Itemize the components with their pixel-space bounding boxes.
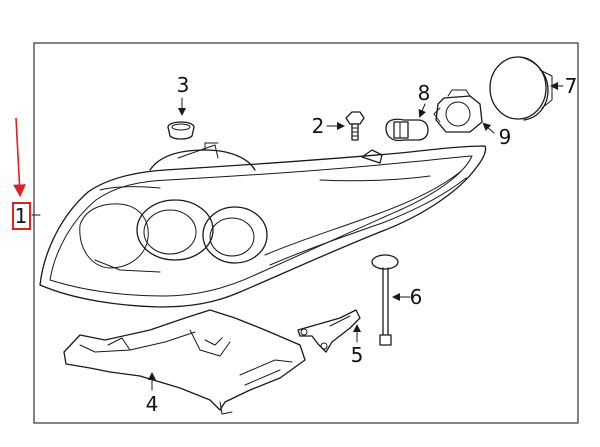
callout-4: 4 xyxy=(146,392,159,416)
cap-part-3 xyxy=(167,121,195,140)
callout-7: 7 xyxy=(565,74,578,98)
headlamp-assembly xyxy=(39,142,487,308)
diagram-frame xyxy=(33,42,579,424)
callout-9: 9 xyxy=(499,125,512,149)
shield-part-4 xyxy=(63,309,306,415)
cover-part-7 xyxy=(489,56,553,121)
callout-1: 1 xyxy=(15,204,28,228)
socket-part-9 xyxy=(433,89,483,133)
highlight-box xyxy=(12,202,31,230)
bulb-part-8 xyxy=(385,118,429,142)
callout-5: 5 xyxy=(351,343,364,367)
highlight-arrow xyxy=(13,117,26,198)
callout-2: 2 xyxy=(312,114,325,138)
callout-3: 3 xyxy=(177,73,190,97)
callout-6: 6 xyxy=(410,285,423,309)
leader-lines xyxy=(31,82,564,391)
bracket-part-5 xyxy=(297,309,361,353)
callout-8: 8 xyxy=(418,81,431,105)
screw-part-2 xyxy=(345,111,365,141)
rod-part-6 xyxy=(371,254,399,346)
